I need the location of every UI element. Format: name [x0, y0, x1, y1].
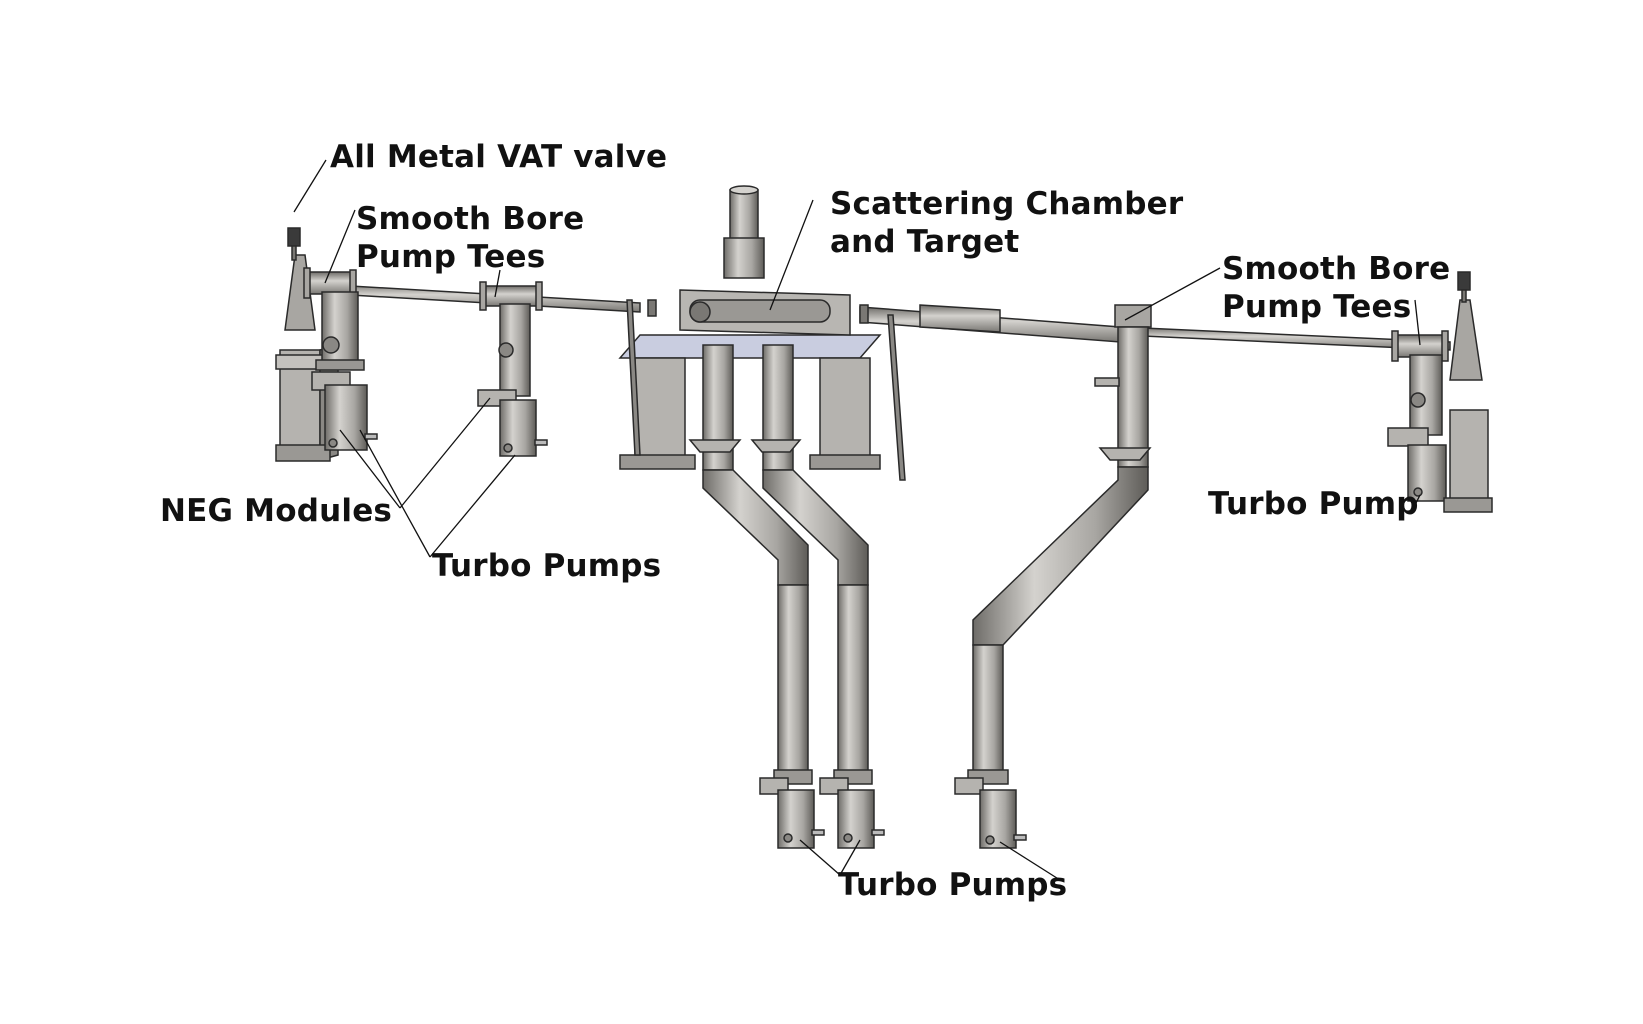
- turbo-pumps-bottom-text: Turbo Pumps: [838, 867, 1068, 903]
- left-pump-2: [477, 281, 548, 457]
- leader-tees-left-2: [494, 269, 501, 298]
- right-pump-line: [954, 304, 1152, 849]
- label-scattering-chamber: Scattering Chamber and Target: [830, 185, 1183, 261]
- pump-tees-left-line2: Pump Tees: [356, 239, 546, 275]
- label-pump-tees-right: Smooth Bore Pump Tees: [1222, 250, 1450, 326]
- label-turbo-pump-right: Turbo Pump: [1208, 485, 1419, 523]
- leader-tees-left-1: [324, 209, 356, 284]
- valve-knob-left: [287, 227, 301, 247]
- right-end-station: [1387, 271, 1493, 513]
- pump-tees-right-line2: Pump Tees: [1222, 289, 1412, 325]
- leader-tees-right-1: [1124, 267, 1221, 321]
- leader-lines: [293, 159, 1421, 881]
- label-pump-tees-left: Smooth Bore Pump Tees: [356, 200, 584, 276]
- label-turbo-pumps-bottom: Turbo Pumps: [838, 866, 1067, 904]
- leader-chamber: [769, 199, 814, 311]
- label-neg-modules: NEG Modules: [160, 492, 392, 530]
- pump-tees-left-line1: Smooth Bore: [356, 201, 585, 237]
- scattering-chamber-line1: Scattering Chamber: [830, 186, 1184, 222]
- leader-vat-valve: [293, 159, 327, 213]
- valve-knob-right: [1457, 271, 1471, 291]
- leader-tees-right-2: [1414, 299, 1421, 346]
- leader-turbo-left-2: [429, 454, 516, 558]
- leader-turbo-left-1: [359, 429, 431, 558]
- pump-tees-right-line1: Smooth Bore: [1222, 251, 1451, 287]
- leader-neg-2: [399, 397, 491, 509]
- leader-neg-1: [339, 429, 401, 509]
- left-end-station: [275, 227, 378, 462]
- center-pump-lines: [688, 344, 885, 849]
- leader-turbo-bottom-1: [799, 839, 841, 876]
- neg-modules-text: NEG Modules: [160, 493, 393, 529]
- beamline: [299, 282, 1451, 351]
- leader-turbo-right: [1414, 494, 1421, 506]
- vat-valve-text: All Metal VAT valve: [330, 139, 668, 175]
- label-vat-valve: All Metal VAT valve: [330, 138, 667, 176]
- leader-turbo-bottom-2: [839, 839, 861, 876]
- scattering-chamber: [618, 185, 906, 481]
- label-turbo-pumps-left: Turbo Pumps: [432, 547, 661, 585]
- turbo-pumps-left-text: Turbo Pumps: [432, 548, 662, 584]
- scattering-chamber-line2: and Target: [830, 224, 1020, 260]
- turbo-pump-right-text: Turbo Pump: [1208, 486, 1419, 522]
- leader-turbo-bottom-3: [999, 841, 1061, 881]
